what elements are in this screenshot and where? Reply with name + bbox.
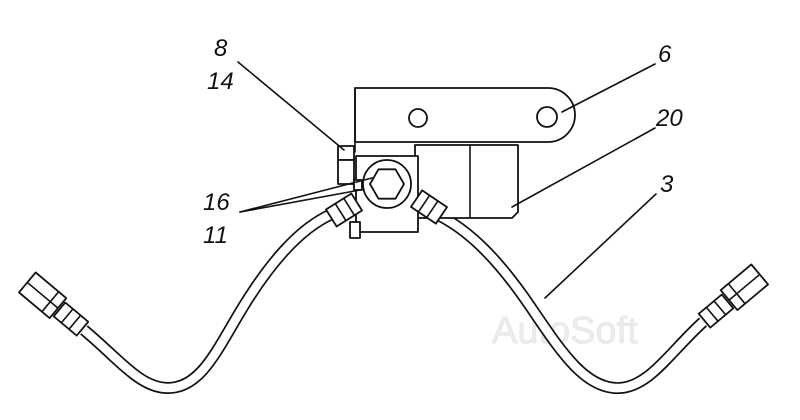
watermark: AutoSoft <box>492 310 638 352</box>
right-end-fitting <box>697 263 769 329</box>
tee-hex-nut <box>369 168 405 200</box>
callout-label-20: 20 <box>655 105 683 132</box>
mounting-bolt <box>337 145 363 191</box>
tee-fitting <box>362 159 412 209</box>
leader-6 <box>561 63 656 113</box>
callout-label-11: 11 <box>203 222 228 249</box>
right-end-sleeve <box>697 293 735 329</box>
bracket-hole-inner <box>408 108 428 128</box>
left-brake-pipe <box>80 208 335 394</box>
callout-label-3: 3 <box>660 171 674 198</box>
leader-lines <box>237 61 657 299</box>
callout-label-8: 8 <box>214 35 228 62</box>
callout-label-16: 16 <box>203 189 230 216</box>
callout-label-14: 14 <box>207 68 234 95</box>
bracket-hole-end <box>536 106 558 128</box>
leader-16 <box>239 177 373 213</box>
left-tee-pipe-nut <box>325 192 363 228</box>
leader-11 <box>239 189 361 213</box>
leader-20 <box>511 127 656 208</box>
leader-3 <box>544 193 657 299</box>
callout-label-6: 6 <box>658 41 672 68</box>
left-end-fitting <box>18 271 90 337</box>
right-tee-pipe-nut <box>410 189 448 225</box>
leader-8-14 <box>237 61 345 151</box>
mounting-bracket <box>354 87 576 153</box>
left-end-sleeve <box>52 301 90 337</box>
callout-labels: 8 14 6 20 16 11 3 <box>203 35 683 249</box>
right-brake-pipe <box>433 208 708 395</box>
tee-block-tab <box>349 221 361 239</box>
